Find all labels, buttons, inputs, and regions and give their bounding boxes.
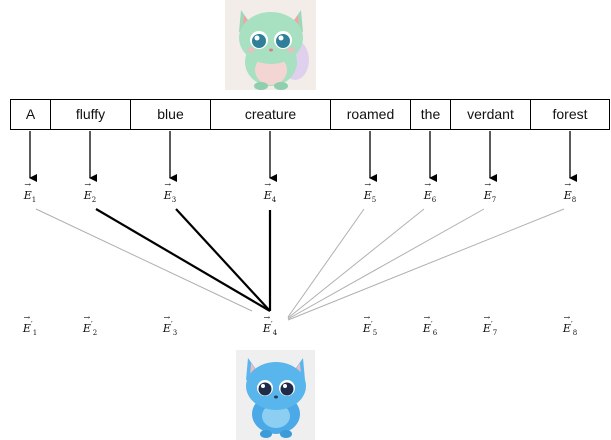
embedding-label: E7 bbox=[484, 180, 497, 204]
updated-embedding-label: E′6 bbox=[423, 313, 437, 337]
token-to-embedding-arrows bbox=[29, 131, 577, 182]
weak-attention-line bbox=[287, 208, 565, 321]
strong-attention-line bbox=[175, 208, 271, 312]
weak-attention-line bbox=[287, 208, 485, 320]
weak-attention-line bbox=[35, 208, 253, 312]
token-cell: the bbox=[410, 100, 450, 129]
token-cell: creature bbox=[210, 100, 330, 129]
embedding-label: E8 bbox=[564, 180, 577, 204]
embedding-label: E4 bbox=[264, 180, 277, 204]
token-cell: blue bbox=[130, 100, 210, 129]
embedding-label: E2 bbox=[84, 180, 97, 204]
strong-attention-line bbox=[95, 208, 271, 312]
embedding-label: E3 bbox=[164, 180, 177, 204]
weak-attention-line bbox=[287, 208, 365, 318]
updated-embedding-label: E′3 bbox=[163, 313, 177, 337]
updated-embedding-label: E′7 bbox=[483, 313, 497, 337]
green-creature-image bbox=[225, 0, 316, 90]
blue-creature-image bbox=[236, 350, 315, 440]
updated-embedding-label: E′8 bbox=[563, 313, 577, 337]
token-cell: verdant bbox=[450, 100, 530, 129]
token-cell: A bbox=[10, 100, 50, 129]
updated-embedding-label: E′2 bbox=[83, 313, 97, 337]
embedding-label: E1 bbox=[24, 180, 37, 204]
updated-embedding-label: E′4 bbox=[263, 313, 277, 337]
token-cell: forest bbox=[530, 100, 610, 129]
token-cell: roamed bbox=[330, 100, 410, 129]
updated-embedding-label: E′1 bbox=[23, 313, 37, 337]
attention-links bbox=[35, 208, 565, 321]
token-cell: fluffy bbox=[50, 100, 130, 129]
updated-embedding-label: E′5 bbox=[363, 313, 377, 337]
embedding-label: E5 bbox=[364, 180, 377, 204]
token-row: A fluffy blue creature roamed the verdan… bbox=[10, 99, 610, 130]
embedding-label: E6 bbox=[424, 180, 437, 204]
weak-attention-line bbox=[287, 208, 425, 319]
